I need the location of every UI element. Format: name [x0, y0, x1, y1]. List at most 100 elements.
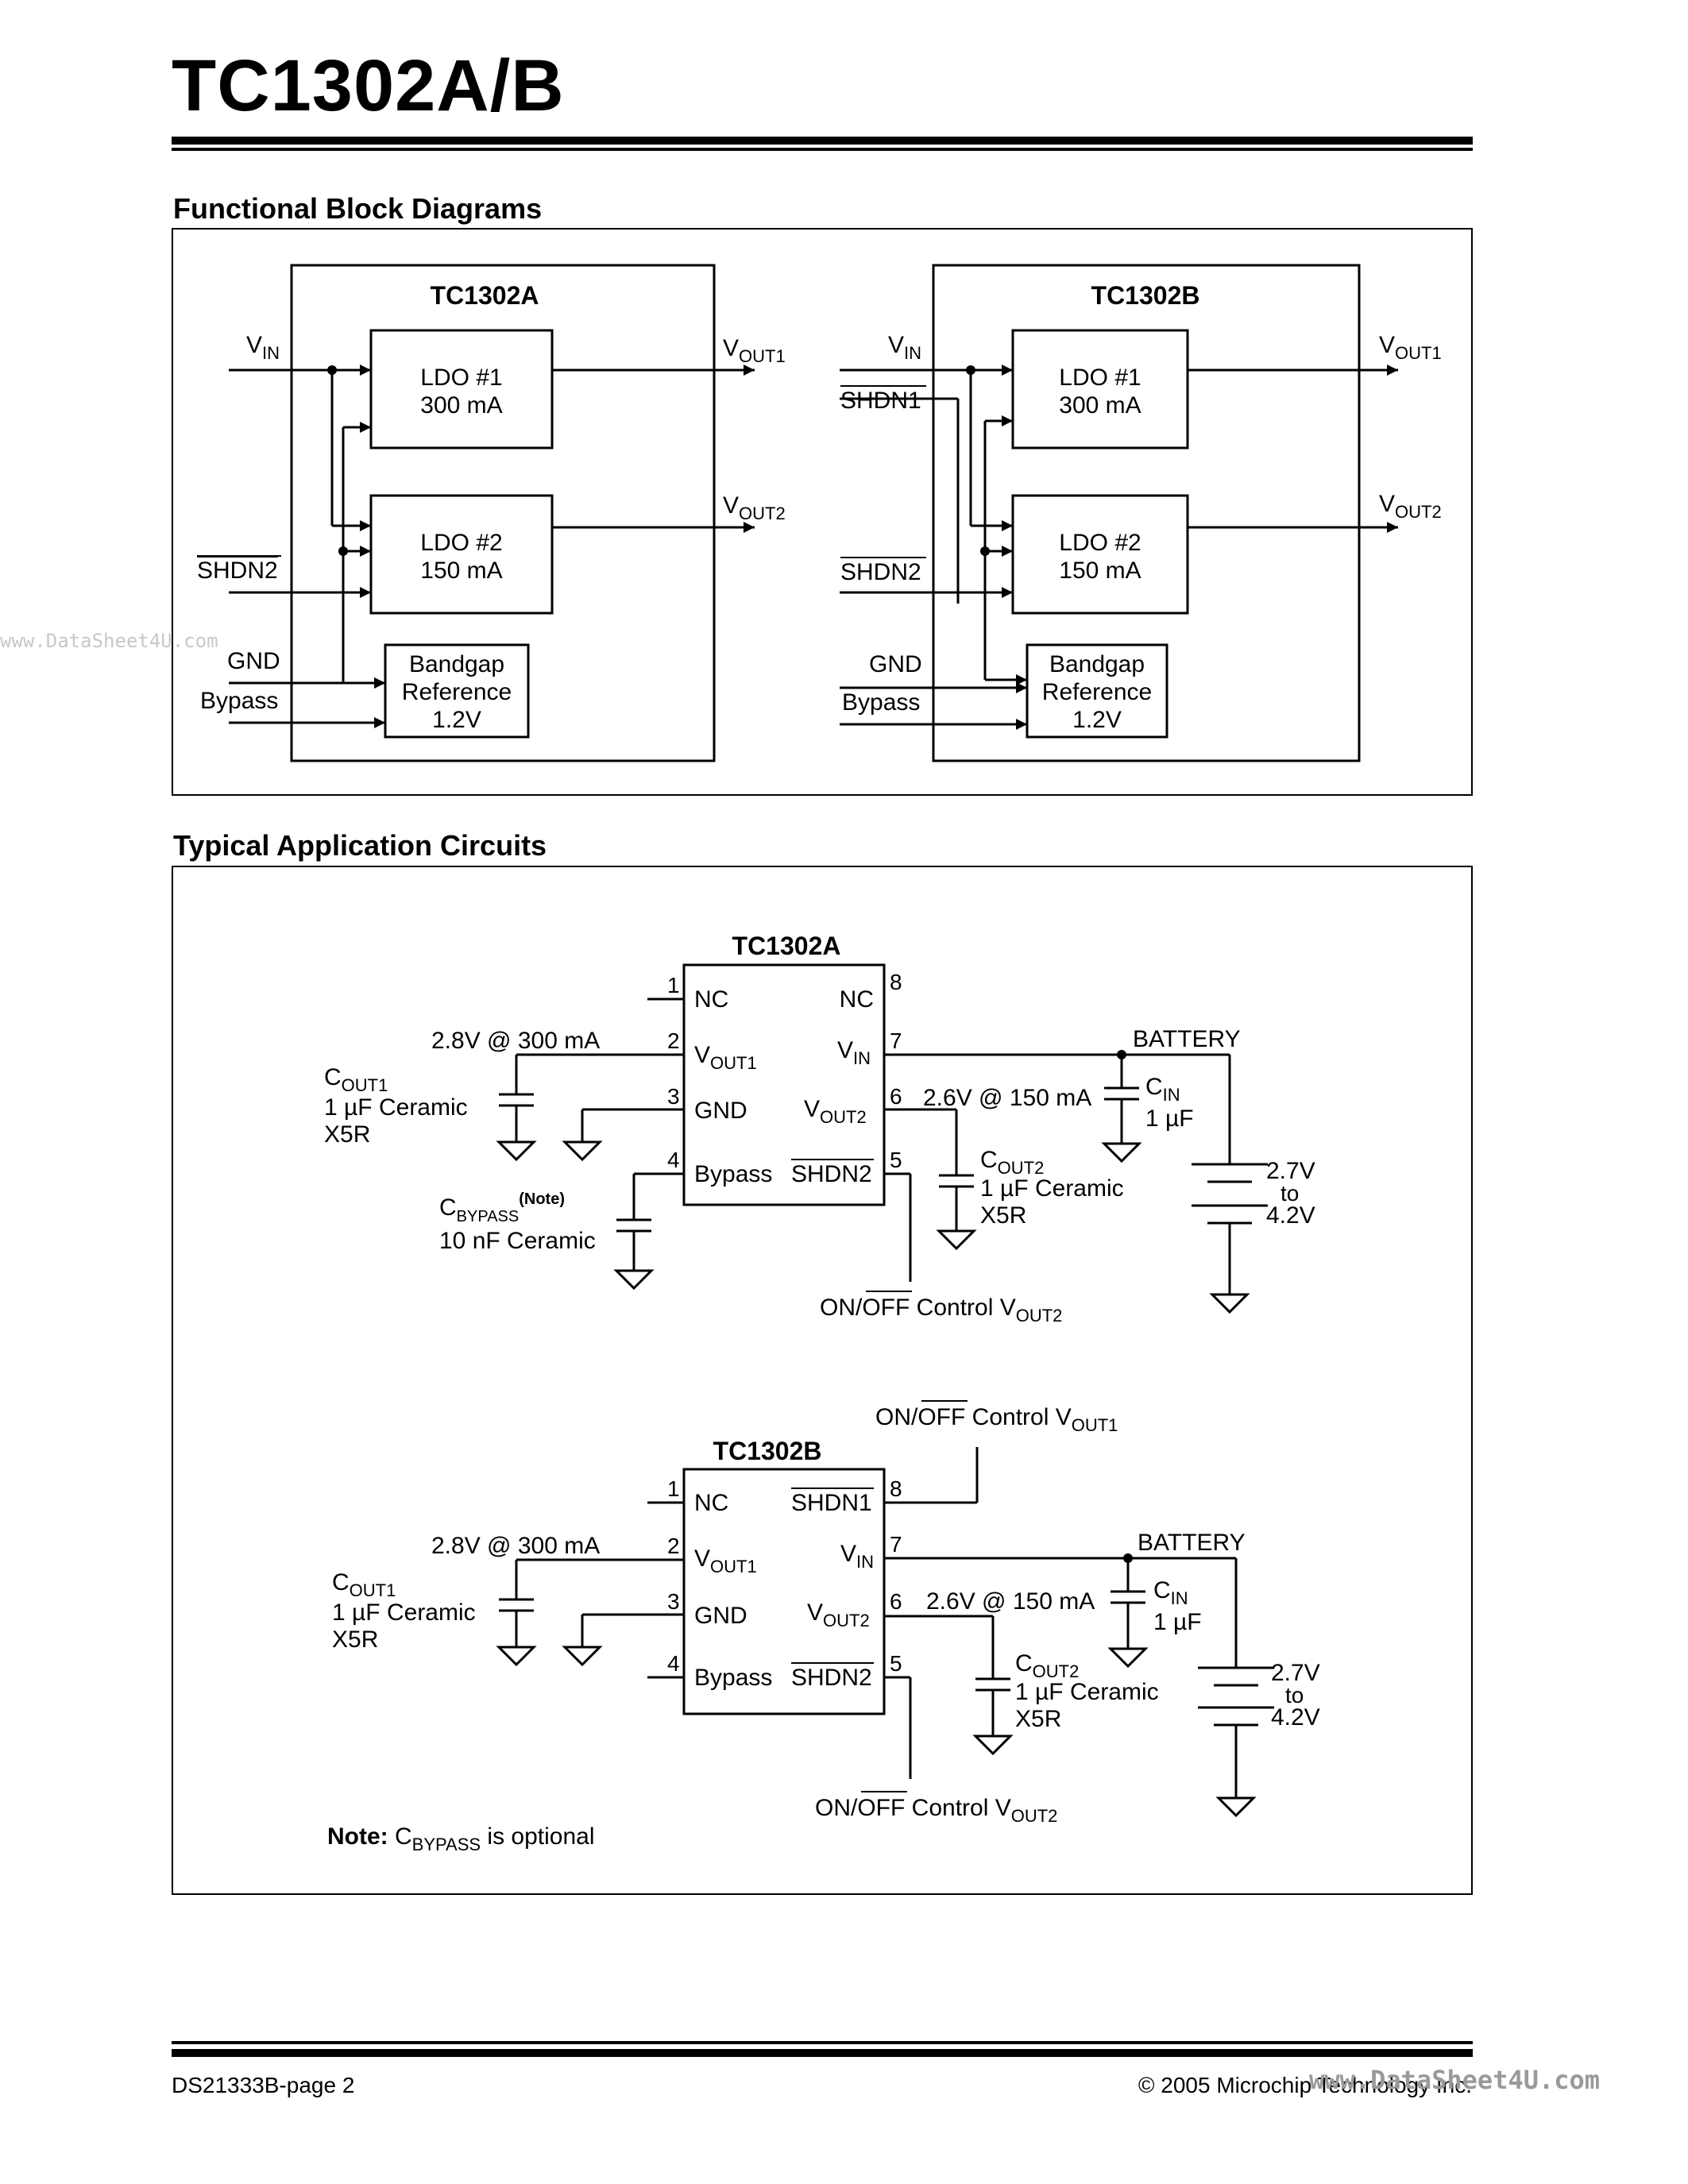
cout2-line3-a: X5R: [980, 1202, 1026, 1229]
pin6-b: 6: [890, 1589, 902, 1614]
pin1-a: 1: [667, 973, 680, 997]
watermark-right: www.DataSheet4U.com: [1309, 2065, 1601, 2095]
block-a-title: TC1302A: [431, 281, 539, 310]
shdn2-label-a: SHDN2: [197, 558, 278, 584]
block-diagram-panel: [172, 228, 1473, 796]
batt-range2-b: to: [1285, 1683, 1304, 1707]
block-b-title: TC1302B: [1091, 281, 1200, 310]
pinlabel-vin-b: VIN: [840, 1541, 874, 1572]
watermark-left: www.DataSheet4U.com: [0, 630, 218, 652]
pin5-b: 5: [890, 1651, 902, 1676]
chip-outline-b: [932, 264, 1361, 762]
ldo1-box-b: [1011, 329, 1189, 450]
pinlabel-vout1-a: VOUT1: [694, 1042, 757, 1073]
pin6-a: 6: [890, 1084, 902, 1109]
pin7-b: 7: [890, 1532, 902, 1557]
ldo2-current-b: 150 mA: [1059, 558, 1141, 584]
shdn1-label-b: SHDN1: [840, 388, 921, 414]
pinlabel-vout1-b: VOUT1: [694, 1545, 757, 1576]
ctrl1-label-b: ON/OFF Control VOUT1: [875, 1404, 1118, 1435]
heading-typical-application-circuits: Typical Application Circuits: [173, 829, 547, 862]
pinlabel-vout2-b: VOUT2: [807, 1599, 870, 1630]
header-rule-thick: [172, 137, 1473, 145]
battery-label-b: BATTERY: [1138, 1530, 1246, 1556]
footer-rule-thick: [172, 2049, 1473, 2057]
pinlabel-shdn1-b: SHDN1: [791, 1490, 872, 1516]
bandgap-line1-a: Bandgap: [409, 651, 504, 677]
out1-spec-b: 2.8V @ 300 mA: [431, 1533, 600, 1559]
ldo2-box-b: [1011, 494, 1189, 615]
cout1-line3-a: X5R: [324, 1121, 370, 1148]
ic-b-title: TC1302B: [713, 1437, 822, 1465]
cout1-line2-a: 1 µF Ceramic: [324, 1094, 468, 1121]
cbypass-line2-a: 10 nF Ceramic: [439, 1228, 596, 1254]
bandgap-line3-a: 1.2V: [432, 707, 481, 733]
cout2-line3-b: X5R: [1015, 1706, 1061, 1732]
ctrl2-label-a: ON/OFF Control VOUT2: [820, 1295, 1062, 1325]
footer-rule-thin: [172, 2041, 1473, 2044]
batt-range3-b: 4.2V: [1271, 1704, 1320, 1731]
ic-a: [682, 963, 886, 1206]
ldo2-name-a: LDO #2: [420, 530, 502, 556]
cin-line2-a: 1 µF: [1145, 1106, 1194, 1132]
batt-range1-a: 2.7V: [1266, 1158, 1315, 1184]
cbypass-name-a: CBYPASS(Note): [439, 1190, 565, 1225]
note-text: Note: CBYPASS is optional: [327, 1823, 595, 1854]
gnd-label-b: GND: [869, 651, 922, 677]
pinlabel-gnd-b: GND: [694, 1603, 747, 1629]
bandgap-line2-b: Reference: [1042, 679, 1152, 705]
cout2-line2-b: 1 µF Ceramic: [1015, 1679, 1159, 1705]
bandgap-line2-a: Reference: [402, 679, 512, 705]
batt-range2-a: to: [1280, 1181, 1299, 1206]
pin4-b: 4: [667, 1651, 680, 1676]
bypass-label-a: Bypass: [200, 688, 278, 714]
out2-spec-a: 2.6V @ 150 mA: [923, 1085, 1091, 1111]
bandgap-line3-b: 1.2V: [1072, 707, 1122, 733]
ldo1-current-a: 300 mA: [420, 392, 502, 419]
bandgap-box-b: [1026, 643, 1168, 739]
ldo1-current-b: 300 mA: [1059, 392, 1141, 419]
vout2-label-a: VOUT2: [723, 492, 786, 523]
batt-range3-a: 4.2V: [1266, 1202, 1315, 1229]
document-title: TC1302A/B: [172, 45, 565, 126]
pin1-b: 1: [667, 1476, 680, 1501]
pinlabel-gnd-a: GND: [694, 1098, 747, 1124]
pin7-a: 7: [890, 1028, 902, 1053]
chip-outline-a: [290, 264, 716, 762]
cout1-line3-b: X5R: [332, 1626, 378, 1653]
pin5-a: 5: [890, 1148, 902, 1172]
ldo2-current-a: 150 mA: [420, 558, 502, 584]
pin4-a: 4: [667, 1148, 680, 1172]
out2-spec-b: 2.6V @ 150 mA: [926, 1588, 1095, 1615]
cin-name-b: CIN: [1153, 1577, 1188, 1608]
pin8-a: 8: [890, 970, 902, 994]
pinlabel-nc-left-a: NC: [694, 986, 728, 1013]
heading-functional-block-diagrams: Functional Block Diagrams: [173, 192, 543, 225]
vin-label-a: VIN: [246, 332, 280, 363]
cout1-line2-b: 1 µF Ceramic: [332, 1599, 476, 1626]
pinlabel-bypass-a: Bypass: [694, 1161, 772, 1187]
vout2-label-b: VOUT2: [1379, 491, 1442, 522]
pin3-a: 3: [667, 1084, 680, 1109]
vout1-label-a: VOUT1: [723, 335, 786, 366]
battery-label-a: BATTERY: [1133, 1026, 1241, 1052]
pin8-b: 8: [890, 1476, 902, 1501]
shdn2-label-b: SHDN2: [840, 559, 921, 585]
vout1-label-b: VOUT1: [1379, 332, 1442, 363]
pinlabel-nc-right-a: NC: [840, 986, 874, 1013]
cout2-name-a: COUT2: [980, 1147, 1044, 1178]
ic-a-title: TC1302A: [732, 932, 841, 960]
ctrl2-label-b: ON/OFF Control VOUT2: [815, 1795, 1057, 1826]
cout1-name-b: COUT1: [332, 1569, 396, 1600]
ldo1-box-a: [369, 329, 554, 450]
gnd-label-a: GND: [227, 648, 280, 674]
cout1-name-a: COUT1: [324, 1064, 388, 1095]
ldo2-box-a: [369, 494, 554, 615]
pinlabel-nc-left-b: NC: [694, 1490, 728, 1516]
pinlabel-shdn2-a: SHDN2: [791, 1161, 872, 1187]
pinlabel-shdn2-b: SHDN2: [791, 1665, 872, 1691]
bandgap-box-a: [384, 643, 530, 739]
ldo1-name-a: LDO #1: [420, 365, 502, 391]
